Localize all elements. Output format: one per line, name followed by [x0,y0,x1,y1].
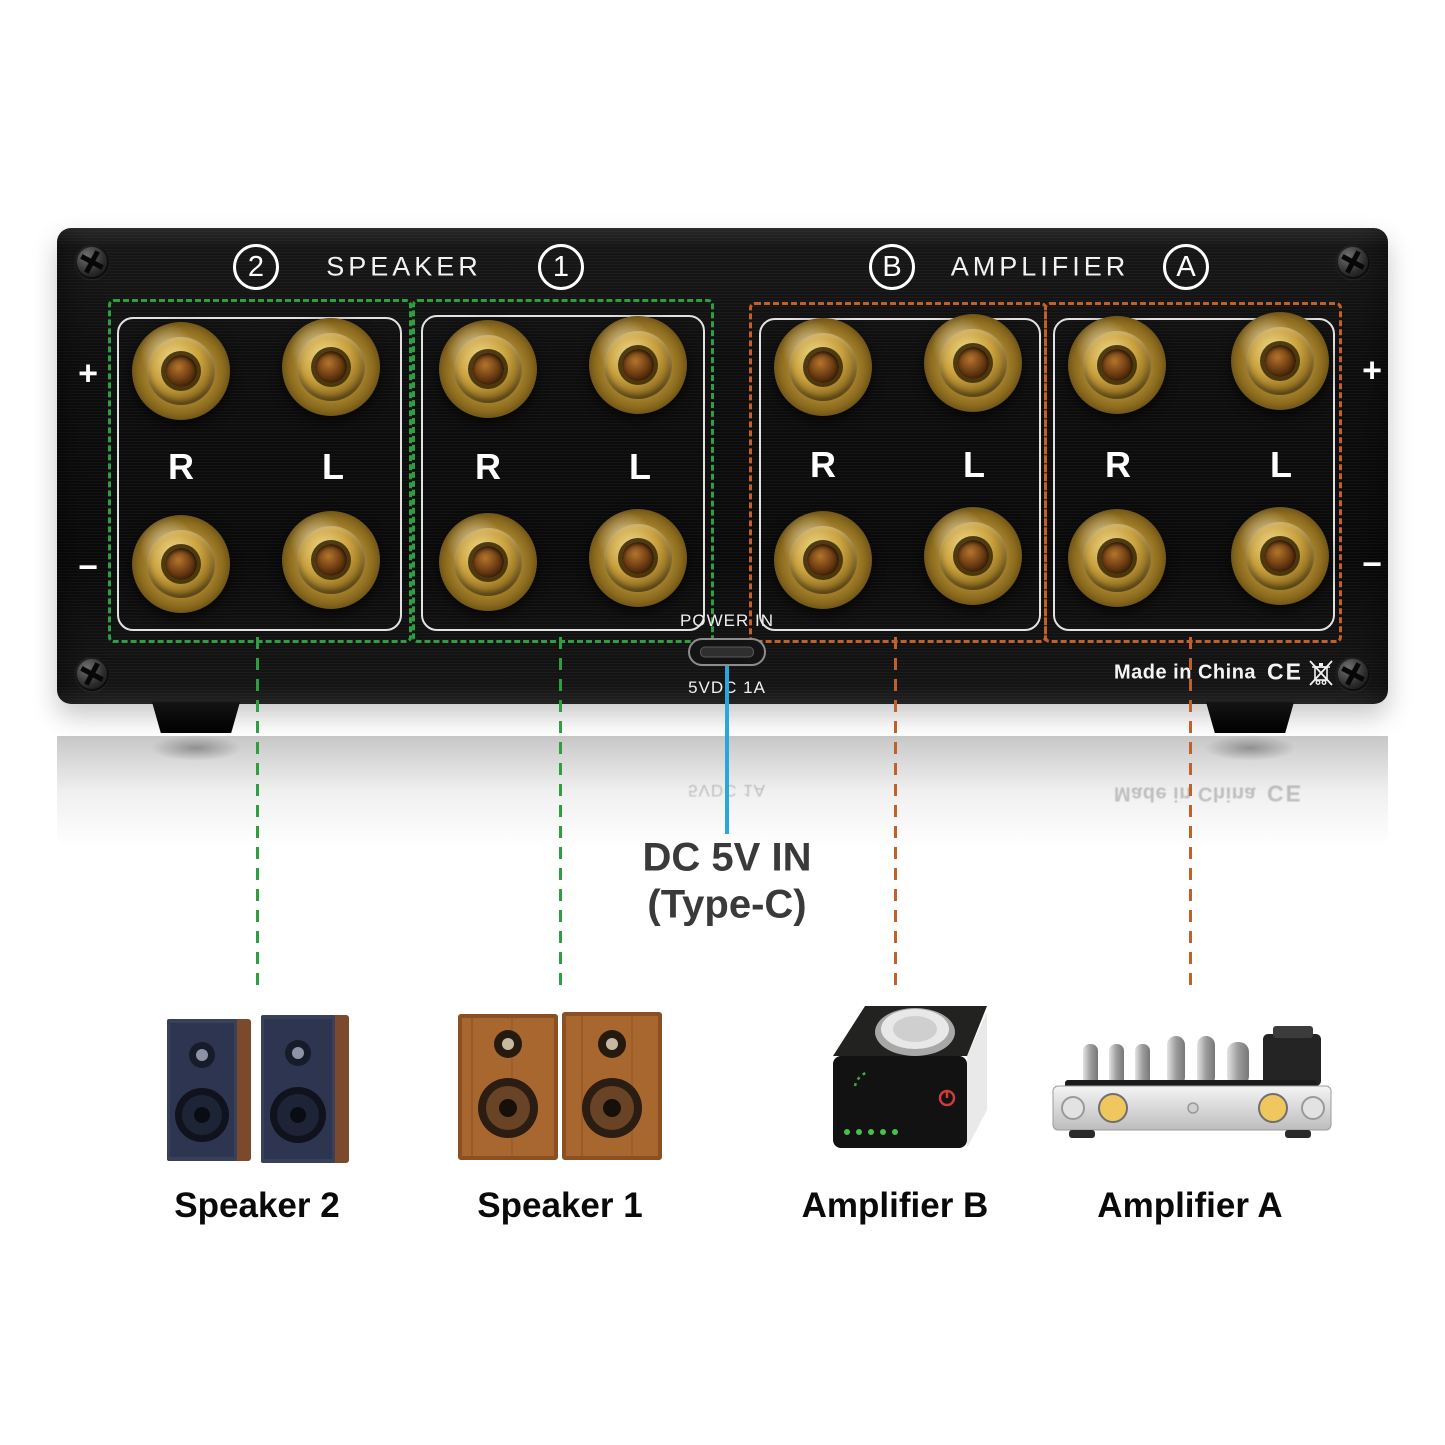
amplifierB-callout-line [893,637,897,985]
speaker-2-image [167,1015,349,1163]
binding-post [924,507,1022,605]
badge-speaker-1-label: 1 [552,250,570,283]
left-channel-label: L [1270,444,1292,485]
binding-post [282,318,380,416]
amplifierA-callout-line [1188,637,1192,985]
minus-label-left: − [78,548,98,587]
right-channel-label: R [475,446,501,487]
speaker2-terminal-outline [117,317,402,631]
screw-icon [1336,657,1370,691]
amplifier-a-image [1052,1026,1332,1138]
plus-label-right: + [1362,351,1382,390]
binding-post [774,511,872,609]
made-in-china-label: Made in China [1113,661,1257,684]
badge-speaker-2-label: 2 [247,250,265,283]
right-channel-label: R [810,444,836,485]
binding-post [589,509,687,607]
reflected-ce-mark: CE [1267,780,1303,807]
binding-post [282,511,380,609]
speaker2-callout-line [255,637,259,985]
dc-callout-line1: DC 5V IN [642,835,812,880]
screw-icon [75,657,109,691]
badge-amplifier-b-label: B [882,250,902,283]
binding-post [132,322,230,420]
binding-post [1231,507,1329,605]
binding-post [774,318,872,416]
badge-amplifier-b: B [869,244,915,290]
usb-c-port [688,638,766,666]
binding-post [132,515,230,613]
amplifierA-terminal-outline [1053,318,1335,631]
binding-post [1068,509,1166,607]
left-channel-label: L [963,444,985,485]
minus-label-right: − [1362,545,1382,584]
power-in-label: POWER IN [680,611,774,630]
badge-amplifier-a-label: A [1176,250,1196,283]
speaker-2-label: Speaker 2 [174,1186,340,1225]
amplifier-section-label: AMPLIFIER [950,251,1130,282]
speaker1-callout-line [558,637,562,985]
speaker1-terminal-outline [421,315,705,631]
speaker-1-label: Speaker 1 [477,1186,643,1225]
badge-speaker-1: 1 [538,244,584,290]
amplifier-b-image [833,1006,987,1148]
left-channel-label: L [322,446,344,487]
binding-post [439,513,537,611]
binding-post [924,314,1022,412]
ce-mark: CE [1267,658,1303,685]
binding-post [439,320,537,418]
badge-speaker-2: 2 [233,244,279,290]
rubber-foot [152,702,240,733]
amplifierB-terminal-outline [759,318,1041,631]
speaker2-dash-box [108,299,412,643]
foot-reflection [1204,735,1296,761]
badge-amplifier-a: A [1163,244,1209,290]
binding-post [589,316,687,414]
panel-reflection [57,736,1388,848]
screw-icon [75,245,109,279]
switcher-rear-panel [57,228,1388,704]
speaker-1-image [458,1012,662,1160]
speaker1-dash-box [412,299,714,643]
right-channel-label: R [168,446,194,487]
foot-reflection [150,735,242,761]
amplifier-a-label: Amplifier A [1097,1186,1283,1225]
weee-bin-icon [1309,660,1333,686]
plus-label-left: + [78,354,98,393]
rubber-foot [1206,702,1294,733]
speaker-section-label: SPEAKER [326,251,482,282]
amplifierA-dash-box [1044,302,1342,643]
dc-callout-line2: (Type-C) [647,882,807,927]
reflected-made-in-china: Made in China [1113,782,1257,805]
binding-post [1231,312,1329,410]
screw-icon [1336,245,1370,279]
left-channel-label: L [629,446,651,487]
amplifier-b-label: Amplifier B [801,1186,989,1225]
binding-post [1068,316,1166,414]
right-channel-label: R [1105,444,1131,485]
power-callout-line [725,666,729,834]
